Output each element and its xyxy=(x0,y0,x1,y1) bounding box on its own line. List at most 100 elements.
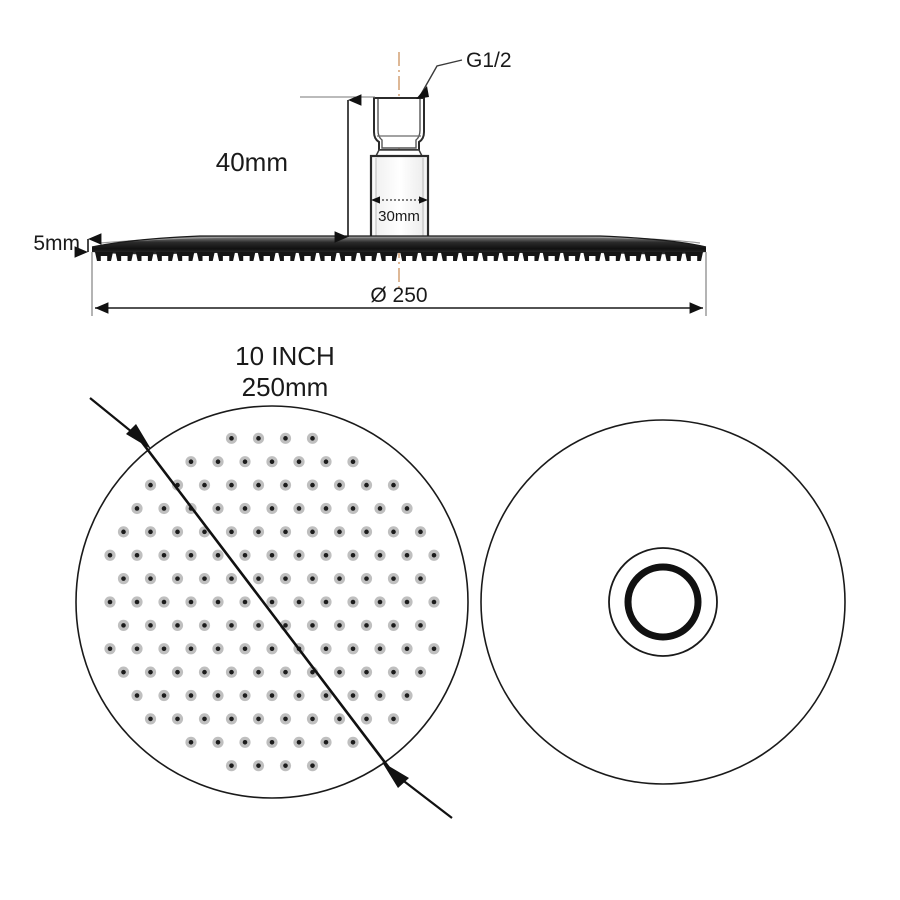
nozzle-hole-core xyxy=(404,506,410,511)
nozzle-hole-core xyxy=(337,669,342,675)
nozzle-hole-core xyxy=(121,669,126,675)
shower-plate-edge xyxy=(91,235,707,255)
nozzle-tooth xyxy=(237,252,256,261)
nozzle-hole-core xyxy=(350,599,356,605)
nozzle-hole-core xyxy=(256,482,261,488)
nozzle-hole-core xyxy=(188,599,194,605)
front-face-view: 10 INCH 250mm xyxy=(75,341,469,819)
nozzle-tooth xyxy=(461,252,480,261)
nozzle-hole-core xyxy=(242,552,248,558)
nozzle-teeth-row xyxy=(95,252,703,261)
nozzle-hole-core xyxy=(350,739,356,745)
nozzle-hole-core xyxy=(188,459,194,465)
nozzle-hole-core xyxy=(188,646,194,652)
nozzle-hole-core xyxy=(431,552,437,558)
dim-label-30mm: 30mm xyxy=(378,208,420,225)
nozzle-hole-core xyxy=(364,669,369,675)
nozzle-hole-core xyxy=(229,623,234,628)
nozzle-tooth xyxy=(685,252,703,261)
nozzle-hole-core xyxy=(215,459,221,465)
nozzle-hole-core xyxy=(175,669,180,675)
nozzle-tooth xyxy=(298,252,317,261)
dim-label-40mm: 40mm xyxy=(216,147,288,177)
nozzle-hole-core xyxy=(242,693,248,698)
nozzle-tooth xyxy=(664,252,683,261)
nozzle-hole-core xyxy=(431,646,437,652)
nozzle-tooth xyxy=(359,252,378,261)
inlet-connector xyxy=(373,97,425,157)
nozzle-hole-core xyxy=(269,693,275,698)
nozzle-hole-core xyxy=(269,739,275,745)
nozzle-hole-core xyxy=(391,623,396,628)
nozzle-hole-core xyxy=(215,693,221,698)
nozzle-hole-core xyxy=(215,739,221,745)
nozzle-hole-core xyxy=(283,623,288,628)
nozzle-hole-core xyxy=(323,739,329,745)
nozzle-hole-core xyxy=(323,599,329,605)
nozzle-hole-core xyxy=(310,529,315,535)
nozzle-hole-core xyxy=(310,669,315,675)
nozzle-tooth xyxy=(339,252,358,261)
nozzle-hole-core xyxy=(148,669,153,675)
nozzle-hole-core xyxy=(418,529,423,535)
nozzle-hole-core xyxy=(121,529,126,535)
nozzle-hole-core xyxy=(148,576,153,581)
face-outer-circle xyxy=(75,405,469,799)
nozzle-tooth xyxy=(481,252,500,261)
nozzle-hole-core xyxy=(202,716,207,722)
nozzle-hole-core xyxy=(242,646,248,652)
dim-label-5mm: 5mm xyxy=(33,232,80,255)
nozzle-hole-core xyxy=(323,552,329,558)
nozzle-hole-core xyxy=(242,739,248,745)
nozzle-hole-core xyxy=(229,436,234,441)
nozzle-hole-core xyxy=(337,529,342,535)
nozzle-hole-core xyxy=(121,623,126,628)
nozzle-hole-core xyxy=(391,529,396,535)
nozzle-hole-core xyxy=(215,646,221,652)
nozzle-hole-core xyxy=(148,716,153,722)
nozzle-hole-core xyxy=(364,716,369,722)
nozzle-hole-core xyxy=(310,436,315,441)
nozzle-hole-core xyxy=(283,763,288,768)
dim-label-diameter-250: Ø 250 xyxy=(370,284,427,307)
nozzle-tooth xyxy=(522,252,541,261)
nozzle-hole-core xyxy=(202,482,207,488)
nozzle-hole-core xyxy=(161,646,167,652)
nozzle-tooth xyxy=(135,252,154,261)
nozzle-hole-core xyxy=(148,482,153,488)
nozzle-hole-core xyxy=(161,506,167,511)
nozzle-hole-core xyxy=(323,506,329,511)
nozzle-tooth xyxy=(583,252,602,261)
nozzle-tooth xyxy=(542,252,561,261)
nozzle-hole-core xyxy=(134,552,140,558)
nozzle-hole-core xyxy=(202,623,207,628)
nozzle-hole-core xyxy=(256,669,261,675)
nozzle-hole-core xyxy=(283,669,288,675)
back-view xyxy=(480,419,846,785)
face-label-inch: 10 INCH xyxy=(235,341,335,371)
nozzle-hole-core xyxy=(202,669,207,675)
nozzle-hole-core xyxy=(377,646,383,652)
nozzle-hole-core xyxy=(350,459,356,465)
nozzle-tooth xyxy=(562,252,581,261)
nozzle-hole-core xyxy=(391,576,396,581)
nozzle-tooth xyxy=(196,252,215,261)
nozzle-hole-core xyxy=(229,763,234,768)
nozzle-tooth xyxy=(95,252,113,261)
nozzle-hole-core xyxy=(404,599,410,605)
nozzle-hole-core xyxy=(107,552,113,558)
nozzle-hole-core xyxy=(377,506,383,511)
nozzle-hole-core xyxy=(229,482,234,488)
nozzle-tooth xyxy=(400,252,419,261)
nozzle-hole-core xyxy=(134,506,140,511)
nozzle-hole-core xyxy=(269,599,275,605)
nozzle-tooth xyxy=(379,252,398,261)
nozzle-hole-core xyxy=(215,599,221,605)
nozzle-hole-pattern xyxy=(104,432,440,772)
nozzle-hole-core xyxy=(283,716,288,722)
nozzle-hole-core xyxy=(377,599,383,605)
dim-arrow-30mm-right xyxy=(419,196,428,204)
dim-label-g12: G1/2 xyxy=(466,49,512,72)
nozzle-hole-core xyxy=(175,529,180,535)
